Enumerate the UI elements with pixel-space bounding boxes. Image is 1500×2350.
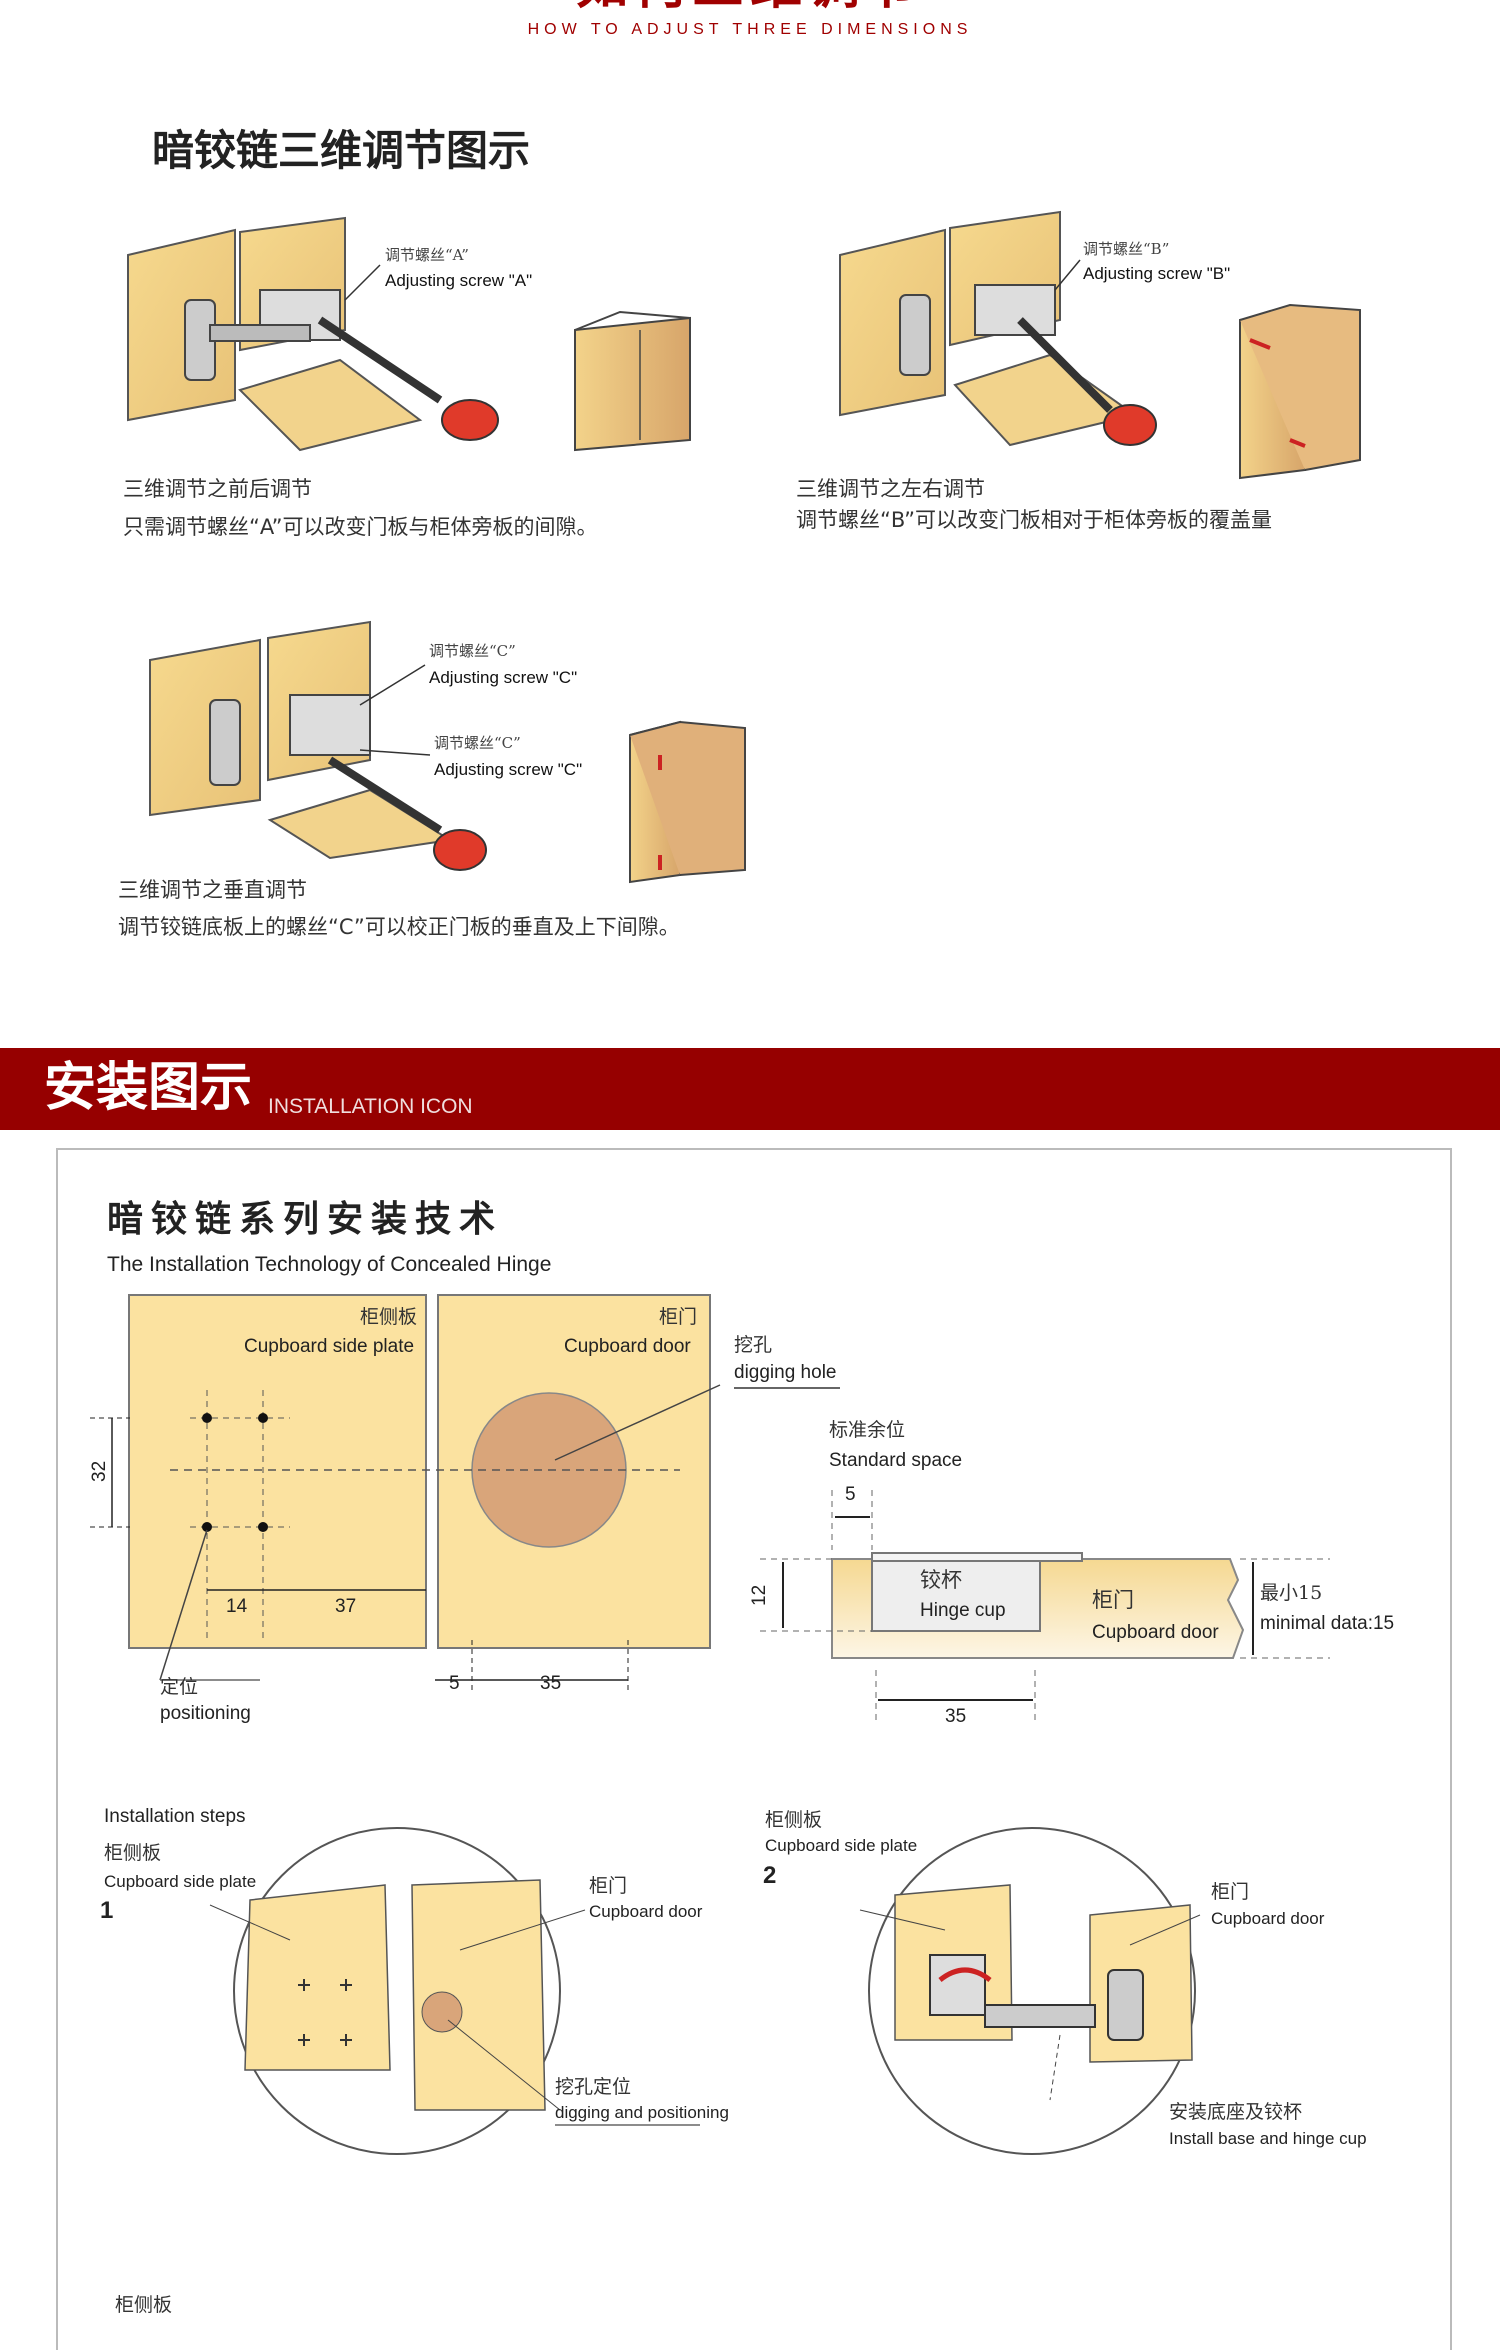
caption-c-title: 三维调节之垂直调节 [118,878,307,902]
min-thickness-en: minimal data:15 [1260,1613,1395,1634]
hinge-cup-en: Hinge cup [920,1600,1006,1621]
section-dim-35: 35 [945,1706,967,1727]
step2-side-cn: 柜侧板 [765,1809,823,1831]
digging-hole-en: digging hole [734,1362,837,1383]
section-dim-12: 12 [749,1584,771,1606]
hinge-diagram-b [839,210,1361,480]
step1-door-en: Cupboard door [589,1902,703,1921]
install-heading: 暗铰链系列安装技术 [107,1199,504,1240]
banner-title: 安装图示 [44,1058,253,1118]
side-plate-en: Cupboard side plate [244,1336,415,1357]
positioning-en: positioning [160,1703,251,1724]
hinge-diagram-a [127,216,691,452]
dim-14: 14 [226,1596,248,1617]
drilling-layout-diagram [90,1294,840,1690]
callout-b-en: Adjusting screw "B" [1083,264,1231,283]
page-subtitle: HOW TO ADJUST THREE DIMENSIONS [527,21,973,38]
callout-a-cn: 调节螺丝“A” [385,246,469,264]
step1-side-cn: 柜侧板 [104,1842,162,1864]
step1-door-cn: 柜门 [589,1875,628,1897]
step2-door-en: Cupboard door [1211,1909,1325,1928]
step1-dig-en: digging and positioning [555,2103,729,2122]
step1-side-en: Cupboard side plate [104,1872,257,1891]
dim-32: 32 [89,1460,111,1482]
step2-base-en: Install base and hinge cup [1169,2129,1367,2148]
hinge-cup-cn: 铰杯 [920,1568,962,1592]
hinge-cup-section-diagram [760,1490,1330,1720]
positioning-cn: 定位 [160,1676,199,1698]
step2-side-en: Cupboard side plate [765,1836,918,1855]
steps-title: Installation steps [104,1806,246,1827]
section-banner [0,1048,1500,1130]
dim-37: 37 [335,1596,357,1617]
step1-dig-cn: 挖孔定位 [555,2076,632,2098]
step-1-diagram [209,1827,700,2155]
section-door-cn: 柜门 [1092,1588,1134,1612]
callout-c1-cn: 调节螺丝“C” [429,642,516,660]
caption-b-title: 三维调节之左右调节 [796,477,985,501]
section-dim-5: 5 [845,1484,856,1505]
hinge-diagram-c [149,620,746,884]
standard-space-cn: 标准余位 [829,1419,906,1441]
callout-c1-en: Adjusting screw "C" [429,668,578,687]
caption-b-text: 调节螺丝“B”可以改变门板相对于柜体旁板的覆盖量 [796,508,1273,532]
callout-c2-en: Adjusting screw "C" [434,760,583,779]
callout-c2-cn: 调节螺丝“C” [434,734,521,752]
banner-subtitle: INSTALLATION ICON [268,1095,473,1118]
dim-5: 5 [449,1673,460,1694]
section-door-en: Cupboard door [1092,1622,1219,1643]
page-title: 如何三维调节 [0,0,1500,12]
door-cn: 柜门 [659,1306,698,1328]
digging-hole-cn: 挖孔 [734,1334,773,1356]
callout-a-en: Adjusting screw "A" [385,271,533,290]
step2-base-cn: 安装底座及铰杯 [1169,2101,1303,2123]
step2-door-cn: 柜门 [1211,1881,1250,1903]
caption-a-title: 三维调节之前后调节 [123,477,312,501]
standard-space-en: Standard space [829,1450,963,1471]
dim-35: 35 [540,1673,562,1694]
adjust-heading: 暗铰链三维调节图示 [152,126,531,175]
caption-c-text: 调节铰链底板上的螺丝“C”可以校正门板的垂直及上下间隙。 [118,915,680,939]
callout-b-cn: 调节螺丝“B” [1083,240,1170,258]
step2-number: 2 [763,1862,777,1889]
step-2-diagram [859,1827,1201,2155]
installation-panel [56,1148,1452,2350]
min-thickness-cn: 最小15 [1260,1582,1323,1604]
side-plate-cn: 柜侧板 [360,1306,418,1328]
step3-side-cn: 柜侧板 [115,2294,173,2316]
install-subheading: The Installation Technology of Concealed… [107,1253,552,1276]
caption-a-text: 只需调节螺丝“A”可以改变门板与柜体旁板的间隙。 [123,515,598,539]
door-en: Cupboard door [564,1336,691,1357]
step1-number: 1 [100,1897,114,1924]
